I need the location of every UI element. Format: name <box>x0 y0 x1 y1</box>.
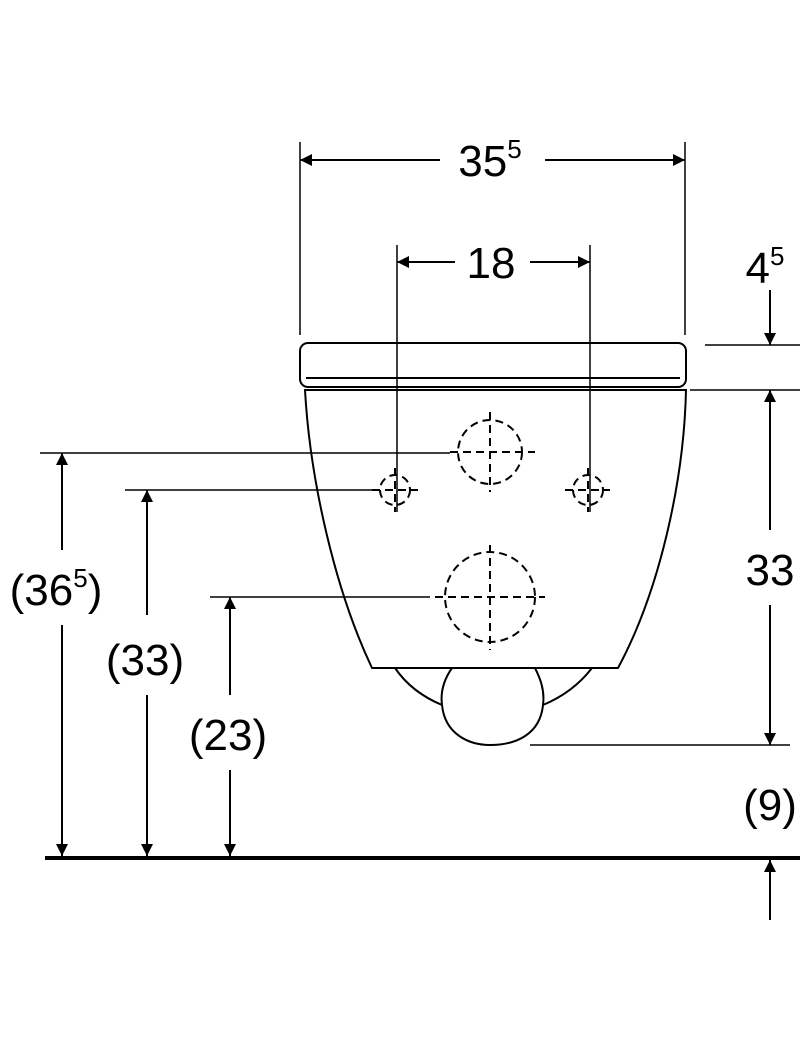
seat-offset-label: 45 <box>746 241 785 293</box>
top-fixing-height-label: (365) <box>10 563 103 615</box>
toilet-outline <box>299 342 688 747</box>
seat-lid <box>299 342 687 388</box>
outlet <box>394 667 593 747</box>
floor-offset-label: (9) <box>743 781 797 830</box>
side-fixing-height-label: (33) <box>106 636 184 685</box>
bowl-height-label: 33 <box>746 546 795 595</box>
outlet-height-label: (23) <box>189 711 267 760</box>
bowl <box>303 389 688 669</box>
extension-lines <box>40 142 800 746</box>
overall-width-label: 355 <box>458 134 521 186</box>
fixing-spacing-label: 18 <box>467 239 516 288</box>
fixing-holes <box>372 412 610 650</box>
dimension-lines <box>56 154 776 920</box>
